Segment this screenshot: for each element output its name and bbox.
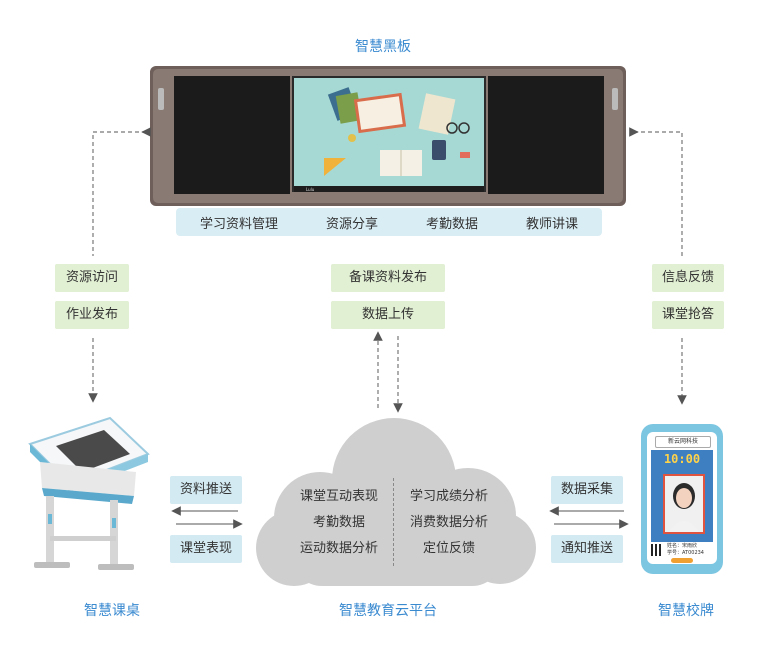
tag-notification-push: 通知推送 [551,535,623,563]
board-feature-1: 资源分享 [325,216,378,232]
badge-clock: 10:00 [663,452,701,466]
tag-data-upload: 数据上传 [331,301,445,329]
board-feature-bar: 学习资料管理 资源分享 考勤数据 教师讲课 [176,208,602,236]
cloud-item-class-interaction: 课堂互动表现 [299,489,378,504]
smart-blackboard-image: Lulu [150,66,626,206]
cloud-title: 智慧教育云平台 [339,603,437,619]
tag-info-feedback: 信息反馈 [652,264,724,292]
smart-desk-image [28,416,150,570]
cloud-platform-shape [256,418,536,586]
badge-display: 10:00 [651,450,713,542]
tag-class-quiz: 课堂抢答 [652,301,724,329]
badge-button [671,558,693,563]
board-screen-brand: Lulu [306,187,315,192]
board-title: 智慧黑板 [355,39,411,55]
badge-id-line: 学号：AT00234 [667,550,704,556]
tag-data-collection: 数据采集 [551,476,623,504]
tag-homework-publish: 作业发布 [55,301,129,329]
cloud-item-consumption-analysis: 消费数据分析 [409,515,488,530]
cloud-item-sports-analysis: 运动数据分析 [299,541,378,556]
badge-screen: 新云网科技 10:00 姓名：宋雨欣 学号：AT00234 [647,432,717,564]
badge-title: 智慧校牌 [658,603,714,619]
cloud-item-attendance: 考勤数据 [312,515,365,530]
badge-header: 新云网科技 [655,436,711,448]
badge-qr-icon [651,544,663,556]
board-feature-3: 教师讲课 [525,216,578,232]
smart-badge-device: 新云网科技 10:00 姓名：宋雨欣 学号：AT00234 [641,424,723,574]
tag-material-push: 资料推送 [170,476,242,504]
badge-name-line: 姓名：宋雨欣 [667,543,698,549]
board-feature-0: 学习资料管理 [199,216,278,232]
student-photo-icon [669,483,699,532]
board-feature-2: 考勤数据 [425,216,478,232]
desk-title: 智慧课桌 [84,603,140,619]
cloud-right-list: 学习成绩分析 消费数据分析 定位反馈 [400,484,498,562]
tag-class-performance: 课堂表现 [170,535,242,563]
cloud-item-location-feedback: 定位反馈 [422,541,475,556]
cloud-left-list: 课堂互动表现 考勤数据 运动数据分析 [290,484,388,562]
tag-lesson-prep-publish: 备课资料发布 [331,264,445,292]
cloud-divider [393,478,394,566]
tag-resource-access: 资源访问 [55,264,129,292]
cloud-item-grade-analysis: 学习成绩分析 [409,489,488,504]
badge-photo [663,474,705,534]
